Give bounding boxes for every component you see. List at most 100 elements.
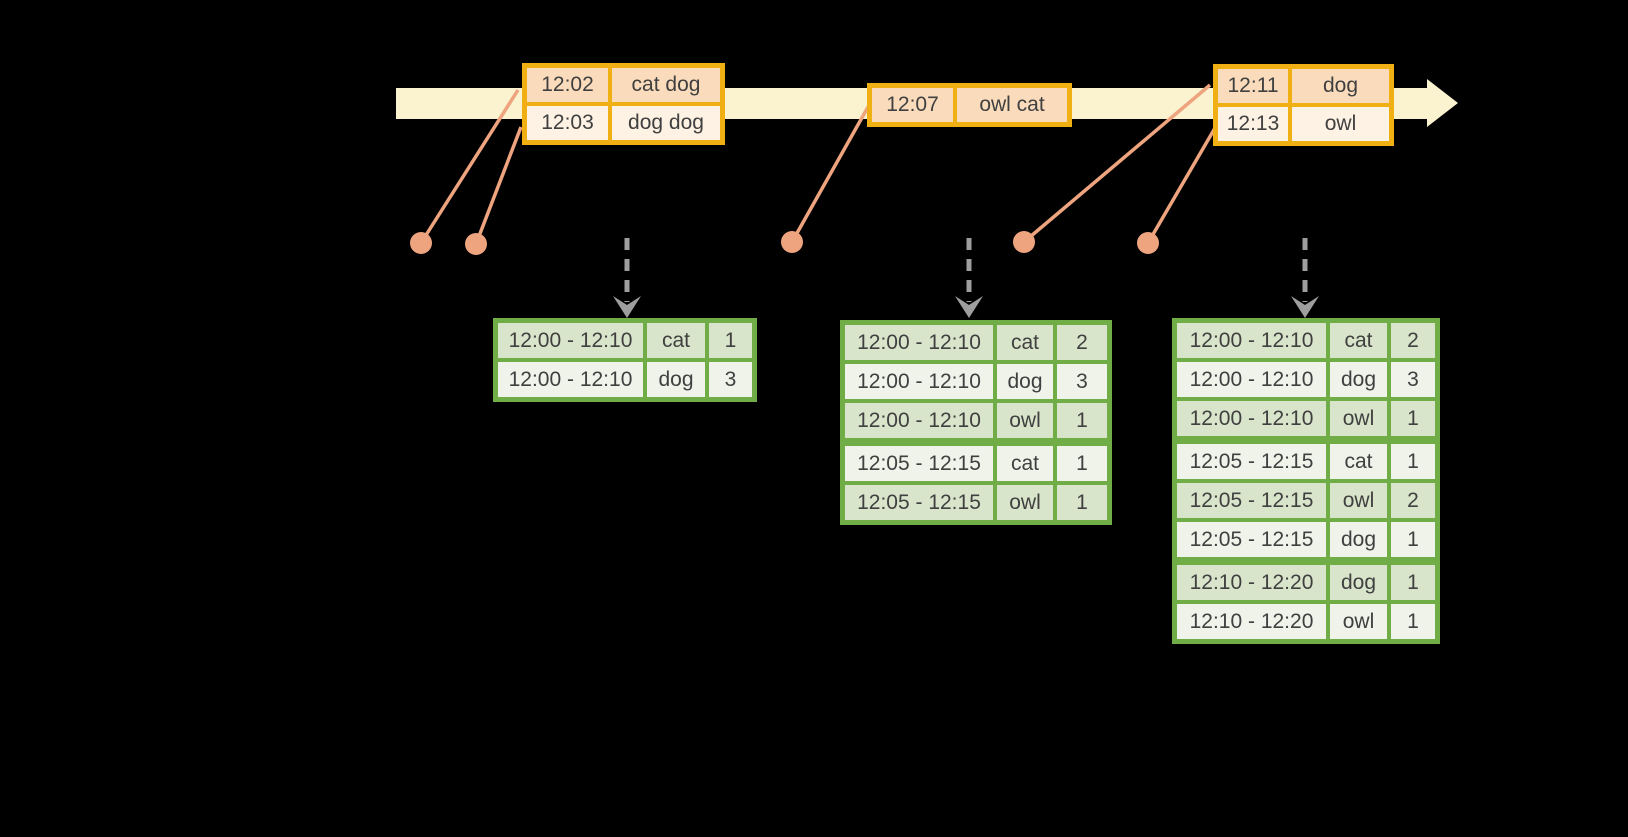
event-dot-icon [1013,231,1035,253]
connector-line [1146,127,1217,244]
window-cell: 12:00 - 12:10 [1177,323,1326,358]
event-words-cell: owl [1292,107,1389,141]
word-cell: dog [647,362,705,397]
event-time-cell: 12:02 [527,68,608,102]
count-cell: 2 [1057,325,1107,360]
event-dot-icon [1137,232,1159,254]
count-cell: 1 [1391,440,1435,479]
word-cell: cat [997,442,1053,481]
event-dot-icon [410,232,432,254]
event-table: 12:11 dog 12:13 owl [1214,65,1393,145]
event-row: 12:03 dog dog [527,106,720,140]
count-cell: 1 [1057,442,1107,481]
word-cell: owl [997,403,1053,438]
arrow-down-icon [613,296,641,318]
event-dot-icon [781,231,803,253]
count-cell: 1 [1391,561,1435,600]
event-box-1211: 12:11 dog 12:13 owl [1213,64,1394,146]
word-cell: dog [997,364,1053,399]
window-cell: 12:00 - 12:10 [845,403,993,438]
count-cell: 1 [1391,522,1435,557]
count-cell: 2 [1391,483,1435,518]
window-cell: 12:05 - 12:15 [845,442,993,481]
window-cell: 12:05 - 12:15 [1177,483,1326,518]
word-cell: dog [1330,522,1387,557]
event-time-cell: 12:03 [527,106,608,140]
window-cell: 12:00 - 12:10 [1177,362,1326,397]
window-cell: 12:10 - 12:20 [1177,561,1326,600]
window-cell: 12:00 - 12:10 [1177,401,1326,436]
word-cell: cat [647,323,705,358]
event-dot-icon [465,233,487,255]
trigger-arrows [624,238,1308,302]
event-row: 12:07 owl cat [872,88,1067,122]
word-cell: dog [1330,362,1387,397]
connector-line [790,106,870,243]
count-cell: 1 [1391,604,1435,639]
event-row: 12:02 cat dog [527,68,720,102]
event-table: 12:07 owl cat [868,84,1071,126]
window-cell: 12:00 - 12:10 [845,325,993,360]
count-cell: 3 [1057,364,1107,399]
event-time-cell: 12:07 [872,88,953,122]
window-cell: 12:05 - 12:15 [1177,522,1326,557]
word-cell: owl [997,485,1053,520]
event-table: 12:02 cat dog 12:03 dog dog [523,64,724,144]
count-cell: 1 [1057,485,1107,520]
count-cell: 1 [709,323,752,358]
word-cell: cat [1330,323,1387,358]
event-box-1207: 12:07 owl cat [867,83,1072,127]
word-cell: dog [1330,561,1387,600]
count-cell: 1 [1057,403,1107,438]
event-time-cell: 12:13 [1218,107,1288,141]
word-cell: owl [1330,483,1387,518]
window-cell: 12:00 - 12:10 [845,364,993,399]
event-box-1202: 12:02 cat dog 12:03 dog dog [522,63,725,145]
event-words-cell: owl cat [957,88,1067,122]
event-words-cell: cat dog [612,68,720,102]
word-cell: cat [1330,440,1387,479]
word-cell: cat [997,325,1053,360]
window-cell: 12:00 - 12:10 [498,362,643,397]
window-cell: 12:10 - 12:20 [1177,604,1326,639]
event-time-cell: 12:11 [1218,69,1288,103]
word-cell: owl [1330,401,1387,436]
arrow-down-icon [955,296,983,318]
arrow-down-icon [1291,296,1319,318]
count-cell: 3 [1391,362,1435,397]
window-cell: 12:05 - 12:15 [1177,440,1326,479]
event-marker-dots [410,231,1159,255]
event-row: 12:13 owl [1218,107,1389,141]
timeline-arrow-right-icon [1427,79,1458,127]
event-words-cell: dog [1292,69,1389,103]
connector-line [474,126,523,245]
window-cell: 12:00 - 12:10 [498,323,643,358]
window-cell: 12:05 - 12:15 [845,485,993,520]
word-cell: owl [1330,604,1387,639]
count-cell: 2 [1391,323,1435,358]
trigger-arrowheads [613,296,1319,318]
count-cell: 3 [709,362,752,397]
count-cell: 1 [1391,401,1435,436]
